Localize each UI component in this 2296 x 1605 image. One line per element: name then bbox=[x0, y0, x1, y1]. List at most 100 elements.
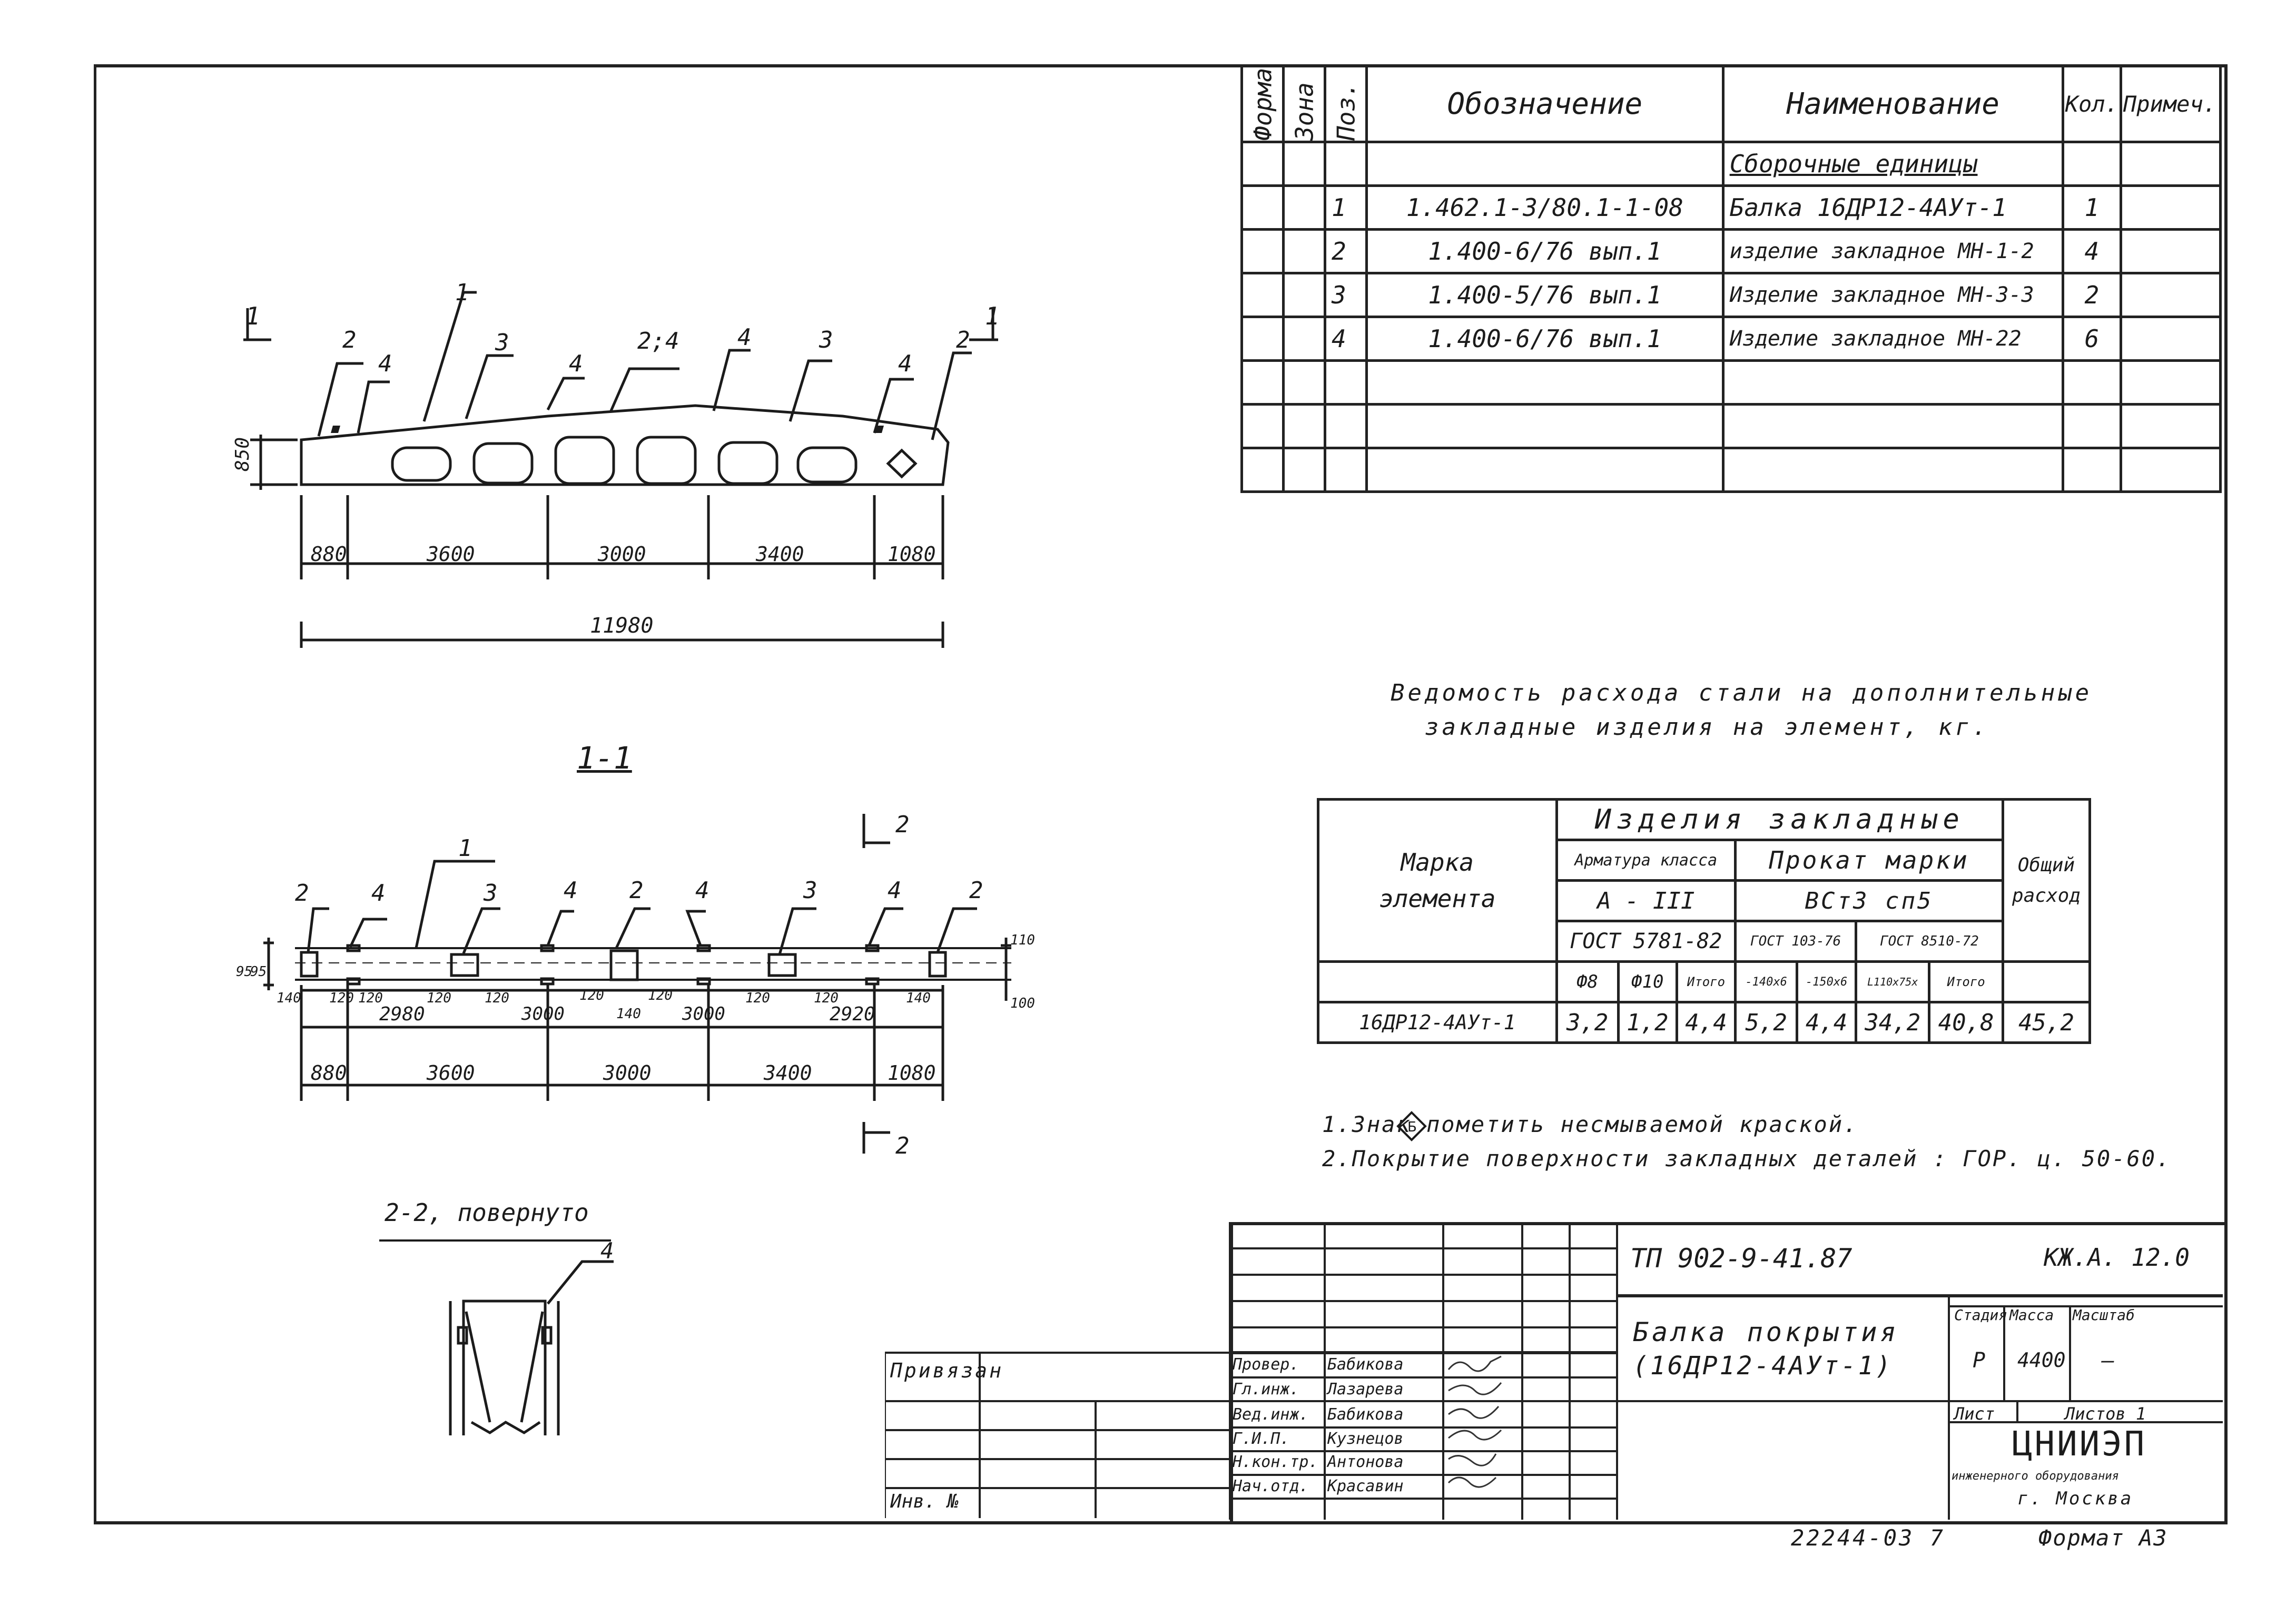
staff-role: Нач.отд. bbox=[1233, 1477, 1309, 1495]
org-sub: инженерного оборудования bbox=[1952, 1470, 2119, 1483]
steel-consumption-table: Марка элемента Изделия закладные Общий р… bbox=[1317, 798, 2092, 1044]
total-dim: 11980 bbox=[590, 614, 654, 638]
row-qty: 4 bbox=[2061, 228, 2122, 274]
col-pos-header: Поз. bbox=[1325, 65, 1367, 142]
drawing-title-2: (16ДР12-4АУт-1) bbox=[1633, 1351, 1893, 1381]
section-title: 1-1 bbox=[577, 740, 632, 776]
dim-small: 120 bbox=[648, 988, 673, 1003]
pos-label: 4 bbox=[371, 880, 386, 907]
dim-small: 120 bbox=[427, 990, 451, 1006]
beam-opening bbox=[636, 436, 697, 485]
project-code: ТП 902-9-41.87 bbox=[1630, 1243, 1852, 1274]
row-value: 4,4 bbox=[1675, 1001, 1737, 1044]
note-2: 2.Покрытие поверхности закладных деталей… bbox=[1322, 1146, 2172, 1171]
col-header: -140x6 bbox=[1734, 960, 1799, 1003]
pos-label: 4 bbox=[600, 1238, 614, 1264]
marking-sign-icon bbox=[886, 448, 918, 479]
dim-small: 120 bbox=[485, 990, 509, 1006]
row-value: 5,2 bbox=[1734, 1001, 1799, 1044]
row-designation: 1.462.1-3/80.1-1-08 bbox=[1365, 184, 1725, 231]
specification-table: Формат Зона Поз. Обозначение Наименовани… bbox=[1240, 64, 2222, 493]
sheet-label: Лист bbox=[1954, 1404, 1995, 1424]
col-header: Ф8 bbox=[1555, 960, 1620, 1003]
pos-label: 3 bbox=[495, 329, 509, 356]
pos-label: 2;4 bbox=[637, 328, 679, 355]
side-dim: 100 bbox=[1010, 996, 1035, 1011]
dim-small: 140 bbox=[616, 1006, 641, 1022]
row-value: 34,2 bbox=[1854, 1001, 1931, 1044]
detail-title: 2-2, повернуто bbox=[385, 1198, 589, 1227]
beam-drawings bbox=[243, 291, 1011, 1435]
pos-label: 4 bbox=[898, 350, 912, 377]
col-header: -150x6 bbox=[1796, 960, 1857, 1003]
side-dim: 95 bbox=[236, 964, 253, 980]
pos-label: 3 bbox=[819, 327, 833, 353]
row-designation: 1.400-5/76 вып.1 bbox=[1365, 272, 1725, 318]
row-pos: 4 bbox=[1324, 316, 1368, 362]
staff-role: Провер. bbox=[1233, 1355, 1299, 1374]
dim-small: 140 bbox=[277, 990, 301, 1006]
dim-small: 120 bbox=[579, 988, 604, 1003]
row-qty: 1 bbox=[2061, 184, 2122, 231]
org-logo: ЦНИИЭП bbox=[2012, 1425, 2147, 1464]
beam-elevation-outline bbox=[300, 404, 950, 486]
stage-header: Стадия bbox=[1954, 1306, 2008, 1324]
dim-small: 120 bbox=[358, 990, 383, 1006]
org-city: г. Москва bbox=[2017, 1488, 2134, 1509]
pos-label: 4 bbox=[737, 324, 752, 351]
steel-title-line2: закладные изделия на элемент, кг. bbox=[1425, 714, 1990, 741]
dim-label: 3400 bbox=[764, 1061, 812, 1085]
col-zone-header: Зона bbox=[1283, 65, 1325, 142]
gost-cell: ГОСТ 8510-72 bbox=[1854, 920, 2004, 963]
dim-mid: 3000 bbox=[521, 1003, 565, 1025]
col-qty-header: Кол. bbox=[2061, 64, 2122, 143]
dim-label: 880 bbox=[311, 1061, 347, 1085]
staff-role: Вед.инж. bbox=[1233, 1405, 1309, 1424]
row-pos: 2 bbox=[1324, 228, 1368, 274]
beam-opening bbox=[796, 446, 858, 484]
mass-header: Масса bbox=[2009, 1306, 2054, 1324]
staff-role: Г.И.П. bbox=[1233, 1430, 1290, 1448]
group-header: Изделия закладные bbox=[1555, 798, 2004, 841]
pos-label: 1 bbox=[458, 835, 472, 862]
inv-label: Инв. № bbox=[890, 1491, 959, 1512]
height-dim: 850 bbox=[232, 437, 253, 471]
pos-label: 4 bbox=[378, 350, 392, 377]
row-qty: 6 bbox=[2061, 316, 2122, 362]
sheet-code: КЖ.А. 12.0 bbox=[2044, 1243, 2190, 1272]
section-title: Сборочные единицы bbox=[1721, 141, 2064, 187]
drawing-frame bbox=[94, 64, 2228, 1524]
title-block-frame bbox=[1230, 1222, 2225, 1521]
sheets-label: Листов 1 bbox=[2065, 1404, 2146, 1424]
row-pos: 1 bbox=[1324, 184, 1368, 231]
title-block-grid bbox=[885, 1222, 2223, 1520]
col-designation-header: Обозначение bbox=[1365, 64, 1725, 143]
beam-opening bbox=[717, 441, 779, 485]
pos-label: 3 bbox=[484, 880, 498, 907]
steel-grade-cell: ВСт3 сп5 bbox=[1734, 879, 2004, 922]
plan-embed bbox=[767, 953, 797, 977]
stage-value: Р bbox=[1973, 1348, 1986, 1373]
staff-name: Кузнецов bbox=[1327, 1430, 1404, 1448]
signature-scribbles bbox=[1447, 1355, 1502, 1488]
plan-embed bbox=[609, 949, 639, 981]
staff-role: Гл.инж. bbox=[1233, 1380, 1299, 1399]
drawing-title-1: Балка покрытия bbox=[1633, 1317, 1899, 1347]
staff-name: Бабикова bbox=[1327, 1405, 1404, 1424]
dim-label: 1080 bbox=[888, 1061, 936, 1085]
row-pos: 3 bbox=[1324, 272, 1368, 318]
row-value: 4,4 bbox=[1796, 1001, 1857, 1044]
dim-label: 880 bbox=[311, 543, 347, 566]
pos-label: 4 bbox=[888, 877, 902, 904]
row-value: 1,2 bbox=[1617, 1001, 1678, 1044]
row-value: 40,8 bbox=[1928, 1001, 2004, 1044]
row-total: 45,2 bbox=[2001, 1001, 2092, 1044]
table-row: 3 1.400-5/76 вып.1 Изделие закладное МН-… bbox=[1240, 272, 2222, 318]
dim-label: 3600 bbox=[427, 1061, 475, 1085]
table-row: 4 1.400-6/76 вып.1 Изделие закладное МН-… bbox=[1240, 316, 2222, 362]
row-name: Балка 16ДР12-4АУт-1 bbox=[1721, 184, 2064, 231]
dim-label: 3400 bbox=[756, 543, 804, 566]
row-name: Изделие закладное МН-3-3 bbox=[1721, 272, 2064, 318]
scale-header: Масштаб bbox=[2073, 1306, 2135, 1324]
mass-value: 4400 bbox=[2017, 1348, 2066, 1372]
